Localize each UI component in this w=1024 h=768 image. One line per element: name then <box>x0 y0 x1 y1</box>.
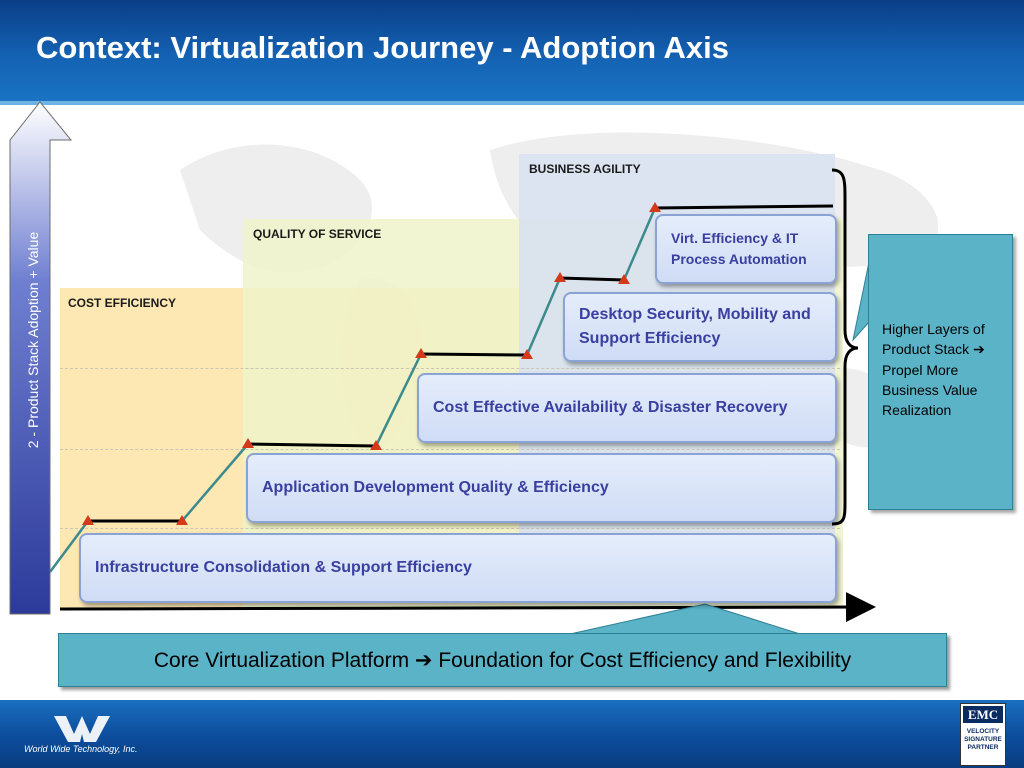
step-marker <box>176 515 188 525</box>
stage-infrastructure-consolidation: Infrastructure Consolidation & Support E… <box>79 533 837 603</box>
horizontal-axis <box>59 592 876 623</box>
quality-of-service-label: QUALITY OF SERVICE <box>253 227 382 241</box>
vertical-adoption-arrow <box>9 101 73 615</box>
emc-logo: EMC <box>963 706 1003 723</box>
cost-efficiency-label: COST EFFICIENCY <box>68 296 177 310</box>
header-stripe <box>0 101 1024 105</box>
emc-partner-text: VELOCITY SIGNATURE PARTNER <box>964 728 1002 751</box>
slide-title: Context: Virtualization Journey - Adopti… <box>36 30 729 65</box>
step-marker <box>521 349 533 359</box>
step-marker <box>618 274 630 284</box>
step-markers <box>82 202 661 525</box>
guide-line <box>60 449 840 450</box>
header-bar <box>0 0 1024 103</box>
step-marker <box>415 348 427 358</box>
step-marker <box>370 440 382 450</box>
bottom-callout: Core Virtualization Platform ➔ Foundatio… <box>58 633 947 687</box>
stage-availability-disaster-recovery: Cost Effective Availability & Disaster R… <box>417 373 837 443</box>
wwt-logo-text: World Wide Technology, Inc. <box>24 744 138 754</box>
step-connectors <box>48 207 657 573</box>
emc-partner-badge: EMC VELOCITY SIGNATURE PARTNER <box>960 703 1006 766</box>
stage-application-development: Application Development Quality & Effici… <box>246 453 837 523</box>
vertical-axis-label: 2 - Product Stack Adoption + Value <box>25 231 41 449</box>
wwt-logo-mark <box>54 716 110 742</box>
guide-line <box>60 368 840 369</box>
step-marker <box>242 438 254 448</box>
business-agility-label: BUSINESS AGILITY <box>529 162 641 176</box>
right-brace <box>831 168 859 526</box>
stage-virt-efficiency: Virt. Efficiency & IT Process Automation <box>655 214 837 284</box>
right-callout-pointer <box>852 261 870 342</box>
step-marker <box>554 272 566 282</box>
step-marker <box>649 202 661 212</box>
footer-bar <box>0 700 1024 768</box>
step-marker <box>82 515 94 525</box>
right-callout: Higher Layers of Product Stack ➔ Propel … <box>868 234 1013 510</box>
guide-line <box>60 528 840 529</box>
stage-desktop-security: Desktop Security, Mobility and Support E… <box>563 292 837 362</box>
step-plateaus <box>88 204 834 523</box>
